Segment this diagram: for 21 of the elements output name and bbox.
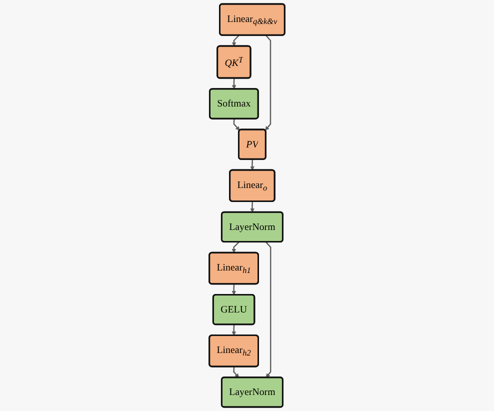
process-box: PV [238, 128, 266, 160]
process-box: Linear$_{o}$ [229, 169, 276, 202]
arrow [265, 242, 272, 378]
arrow [250, 201, 254, 213]
process-box: Linear$_{q&k&v}$ [219, 3, 286, 36]
arrow [232, 324, 236, 336]
process-box: LayerNorm [220, 376, 284, 408]
arrow [232, 78, 236, 90]
arrow [250, 159, 254, 170]
arrow [233, 366, 240, 378]
process-box: Linear$_{h2}$ [208, 334, 259, 368]
arrow [232, 34, 240, 46]
process-box: Linear$_{h1}$ [208, 252, 259, 285]
process-box: LayerNorm [220, 211, 284, 243]
process-box: Softmax [208, 88, 259, 120]
arrow [232, 284, 236, 296]
arrow [232, 242, 240, 254]
process-box: QK$^{T}$ [216, 45, 252, 79]
process-box: GELU [212, 294, 256, 326]
arrow [233, 118, 240, 131]
arrow [264, 34, 272, 131]
